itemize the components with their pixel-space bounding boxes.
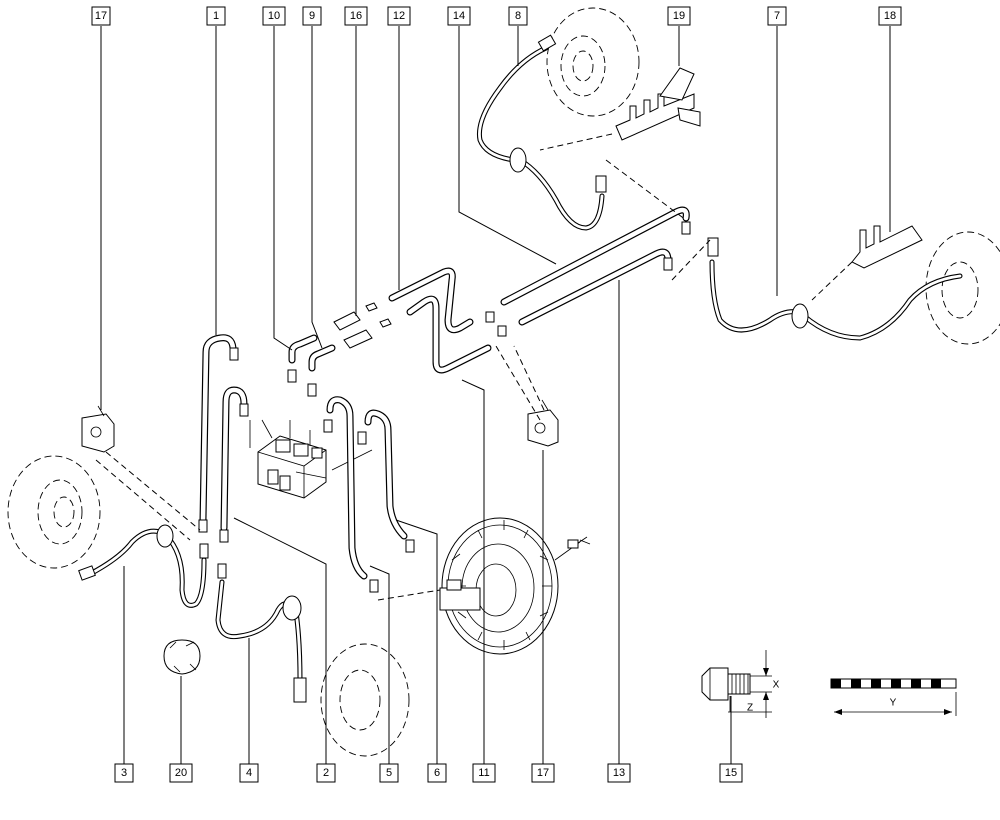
svg-text:10: 10 <box>268 10 280 22</box>
svg-text:1: 1 <box>213 10 219 22</box>
front-left-wheel-outline <box>7 455 101 569</box>
callout-14: 14 <box>447 6 471 26</box>
callout-6: 6 <box>427 763 447 783</box>
callout-8: 8 <box>508 6 528 26</box>
pipe-2 <box>220 386 248 532</box>
svg-text:20: 20 <box>175 767 187 779</box>
pipe-union-16 <box>333 302 392 349</box>
callout-12: 12 <box>387 6 411 26</box>
pipe-5 <box>326 396 368 580</box>
callout-2: 2 <box>316 763 336 783</box>
pipe-12 <box>388 267 474 334</box>
abs-hydraulic-unit <box>249 419 373 499</box>
dimension-x-label: X <box>773 680 780 691</box>
hose-8 <box>476 34 607 231</box>
svg-text:17: 17 <box>537 767 549 779</box>
svg-text:3: 3 <box>121 767 127 779</box>
svg-text:14: 14 <box>453 10 465 22</box>
callout-17-top: 17 <box>91 6 111 26</box>
clip-20 <box>163 639 201 675</box>
svg-text:18: 18 <box>884 10 896 22</box>
callout-4: 4 <box>239 763 259 783</box>
svg-text:5: 5 <box>386 767 392 779</box>
callout-15: 15 <box>719 763 743 783</box>
callout-7: 7 <box>767 6 787 26</box>
svg-text:17: 17 <box>95 10 107 22</box>
callout-20: 20 <box>169 763 193 783</box>
svg-text:4: 4 <box>246 767 252 779</box>
assembly-dashed-lines <box>95 133 853 601</box>
brake-servo-unit <box>439 517 591 655</box>
dimension-z-label: Z <box>747 703 753 714</box>
callout-19: 19 <box>667 6 691 26</box>
callout-16: 16 <box>344 6 368 26</box>
pipe-6 <box>364 409 408 540</box>
scale-y-label: Y <box>890 698 897 709</box>
pipe-9 <box>308 344 336 372</box>
callout-11: 11 <box>472 763 496 783</box>
callout-1: 1 <box>206 6 226 26</box>
rear-right-wheel-outline <box>925 231 1000 345</box>
front-right-wheel-outline <box>546 7 640 117</box>
hose-4 <box>215 579 307 703</box>
callout-13: 13 <box>607 763 631 783</box>
pipe-1 <box>199 334 237 524</box>
svg-text:6: 6 <box>434 767 440 779</box>
bracket-19 <box>615 67 701 141</box>
svg-text:8: 8 <box>515 10 521 22</box>
svg-text:2: 2 <box>323 767 329 779</box>
callout-leaders <box>100 26 891 764</box>
svg-text:13: 13 <box>613 767 625 779</box>
hose-3 <box>78 524 207 608</box>
scale-bar: Y <box>830 678 957 716</box>
pipe-11 <box>406 295 492 374</box>
pipe-13 <box>518 248 672 326</box>
pipe-14 <box>500 206 690 306</box>
svg-text:19: 19 <box>673 10 685 22</box>
callout-3: 3 <box>114 763 134 783</box>
svg-text:9: 9 <box>309 10 315 22</box>
rear-left-wheel-outline <box>320 643 410 757</box>
svg-text:16: 16 <box>350 10 362 22</box>
bracket-18 <box>851 225 923 269</box>
svg-text:12: 12 <box>393 10 405 22</box>
callout-17-bottom: 17 <box>531 763 555 783</box>
callout-9: 9 <box>302 6 322 26</box>
svg-text:15: 15 <box>725 767 737 779</box>
callout-5: 5 <box>379 763 399 783</box>
svg-text:7: 7 <box>774 10 780 22</box>
bracket-17-right <box>527 399 559 447</box>
callout-18: 18 <box>878 6 902 26</box>
pipe-10 <box>288 334 318 364</box>
bracket-17-left <box>81 405 115 453</box>
callout-10: 10 <box>262 6 286 26</box>
pipe-fittings <box>198 221 691 593</box>
hose-7 <box>707 237 963 341</box>
union-nut-detail: X Z <box>701 650 780 718</box>
svg-text:11: 11 <box>478 767 489 779</box>
